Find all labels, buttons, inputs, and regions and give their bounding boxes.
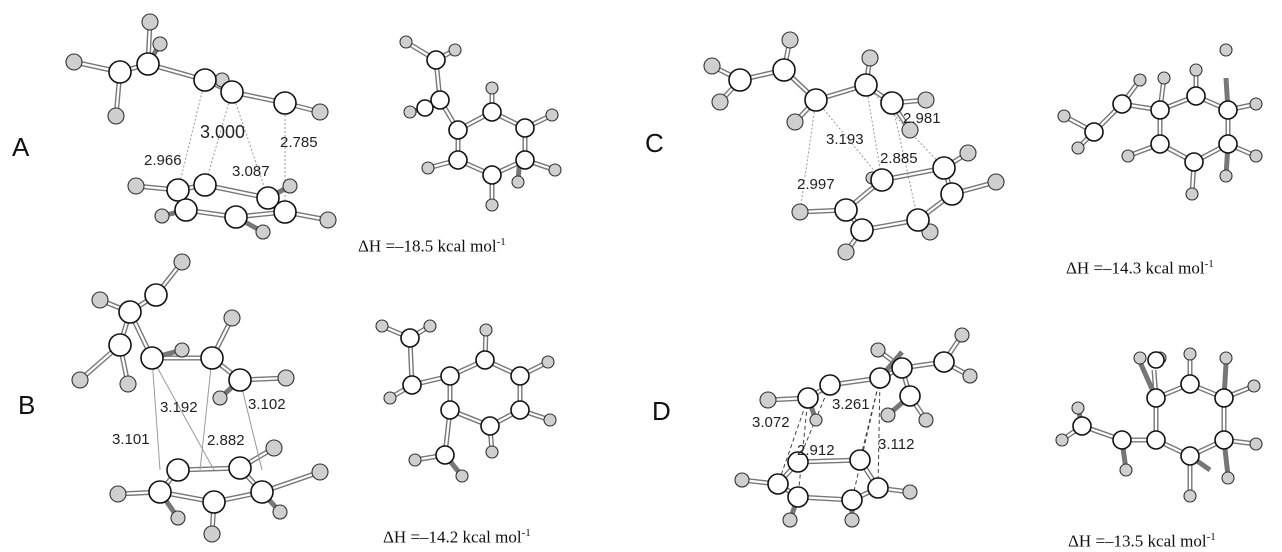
- distance-label: 3.087: [232, 163, 270, 180]
- panel-a-side-view: [65, 13, 337, 240]
- distance-label: 3.101: [112, 431, 150, 448]
- panel-label-a: A: [12, 132, 30, 162]
- energy-label-d: ΔH =–13.5 kcal mol-1: [1068, 531, 1216, 551]
- distance-label: 2.997: [797, 176, 835, 193]
- distance-label: 2.981: [903, 110, 941, 127]
- distance-label: 2.882: [207, 432, 245, 449]
- distance-label: 3.193: [826, 131, 864, 148]
- distance-label: 2.785: [280, 134, 318, 151]
- distance-label: 2.912: [797, 442, 835, 459]
- distance-label: 3.000: [200, 122, 246, 142]
- distance-label: 3.072: [752, 414, 790, 431]
- panel-label-b: B: [18, 390, 36, 420]
- distance-label: 3.261: [832, 396, 870, 413]
- distance-label: 2.966: [144, 152, 182, 169]
- panel-b-top-view: [375, 319, 557, 483]
- distance-label: 3.192: [160, 399, 198, 416]
- distance-label: 2.885: [880, 150, 918, 167]
- energy-label-c: ΔH =–14.3 kcal mol-1: [1066, 258, 1214, 278]
- distance-label: 3.102: [248, 396, 286, 413]
- energy-label-b: ΔH =–14.2 kcal mol-1: [383, 527, 531, 547]
- panel-c-top-view: [1057, 43, 1263, 201]
- panel-d-side-view: [734, 327, 978, 528]
- distance-label: 3.112: [878, 436, 915, 453]
- panel-label-c: C: [645, 128, 664, 158]
- panel-b-side-view: [71, 253, 329, 543]
- panel-c-side-view: [703, 31, 1005, 261]
- panel-a-top-view: [399, 35, 562, 212]
- energy-label-a: ΔH =–18.5 kcal mol-1: [358, 236, 506, 256]
- panel-label-d: D: [652, 396, 671, 426]
- panel-d-top-view: [1055, 347, 1263, 503]
- atoms: [65, 13, 337, 240]
- contacts: [177, 79, 286, 212]
